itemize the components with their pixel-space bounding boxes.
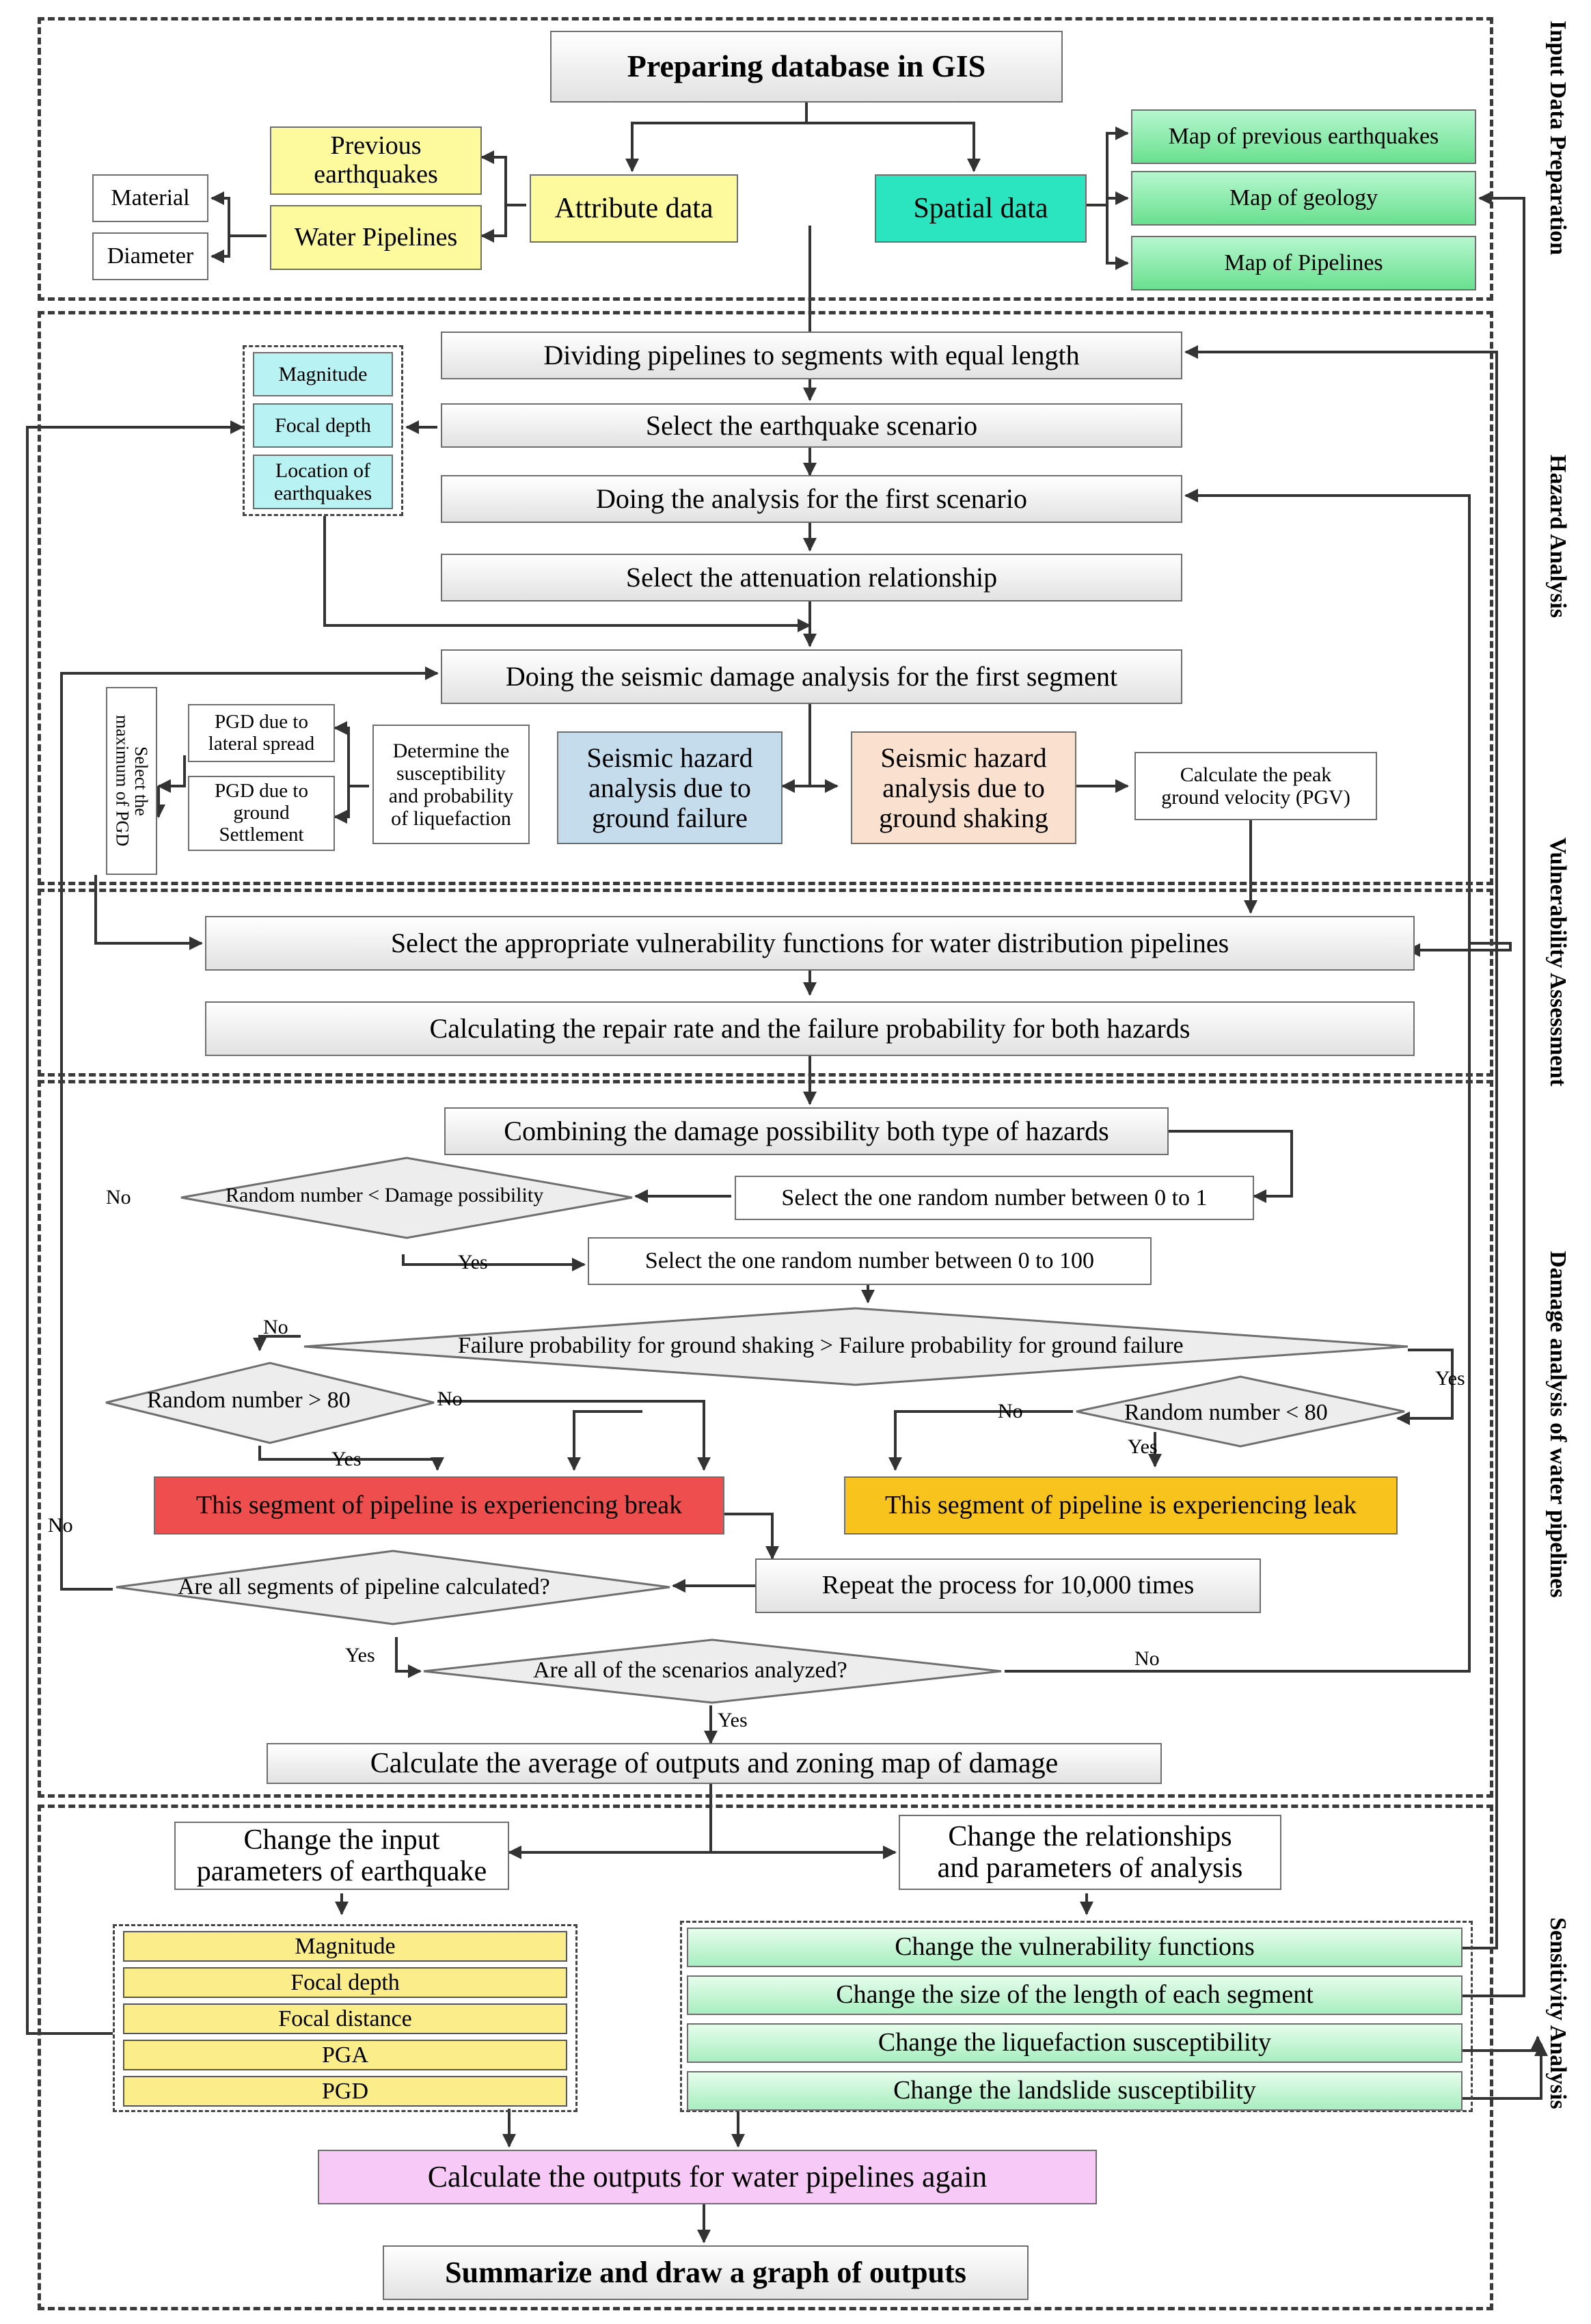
- yes-label-2: Yes: [1435, 1367, 1465, 1390]
- map-previous-earthquakes-box: Map of previous earthquakes: [1131, 109, 1476, 164]
- attenuation-box: Select the attenuation relationship: [441, 554, 1182, 602]
- magnitude-box: Magnitude: [253, 352, 393, 396]
- section-sensitivity: [38, 1805, 1493, 2310]
- change-relationships-box: Change the relationships and parameters …: [899, 1815, 1281, 1890]
- preparing-database-box: Preparing database in GIS: [550, 31, 1063, 103]
- pgd-settlement-box: PGD due to ground Settlement: [188, 776, 335, 851]
- no-label-6: No: [1134, 1647, 1160, 1670]
- break-box: This segment of pipeline is experiencing…: [154, 1476, 724, 1535]
- failure-compare-label: Failure probability for ground shaking >…: [458, 1333, 1184, 1358]
- ground-failure-box: Seismic hazard analysis due to ground fa…: [557, 731, 783, 844]
- repeat-box: Repeat the process for 10,000 times: [755, 1558, 1261, 1613]
- focal-depth-box: Focal depth: [253, 403, 393, 448]
- yes-label-6: Yes: [718, 1709, 748, 1731]
- vulnerability-functions-box: Select the appropriate vulnerability fun…: [205, 916, 1415, 971]
- diameter-box: Diameter: [92, 232, 208, 280]
- map-pipelines-box: Map of Pipelines: [1131, 236, 1476, 290]
- dividing-pipelines-box: Dividing pipelines to segments with equa…: [441, 332, 1182, 379]
- section-label-vulnerability: Vulnerability Assessment: [1545, 837, 1570, 1087]
- change-landslide: Change the landslide susceptibility: [687, 2071, 1463, 2111]
- summarize-box: Summarize and draw a graph of outputs: [383, 2245, 1029, 2300]
- no-label-1: No: [106, 1186, 131, 1208]
- param-pga: PGA: [123, 2040, 567, 2070]
- yes-label-1: Yes: [458, 1251, 488, 1273]
- attribute-data-box: Attribute data: [530, 174, 738, 243]
- section-label-damage: Damage analysis of water pipelines: [1545, 1251, 1570, 1598]
- repair-rate-box: Calculating the repair rate and the fail…: [205, 1001, 1415, 1056]
- susceptibility-box: Determine the susceptibility and probabi…: [372, 725, 530, 844]
- random-lt-damage-label: Random number < Damage possibility: [226, 1184, 544, 1206]
- average-box: Calculate the average of outputs and zon…: [267, 1743, 1162, 1784]
- change-liquefaction: Change the liquefaction susceptibility: [687, 2023, 1463, 2063]
- spatial-data-box: Spatial data: [875, 174, 1087, 243]
- pgv-box: Calculate the peak ground velocity (PGV): [1134, 752, 1377, 820]
- no-label-2: No: [263, 1316, 288, 1338]
- pgd-lateral-box: PGD due to lateral spread: [188, 704, 335, 762]
- all-segments-label: Are all segments of pipeline calculated?: [178, 1574, 550, 1599]
- section-input: [38, 17, 1493, 301]
- random-0-1-box: Select the one random number between 0 t…: [735, 1176, 1254, 1220]
- all-scenarios-label: Are all of the scenarios analyzed?: [533, 1658, 847, 1683]
- combining-box: Combining the damage possibility both ty…: [444, 1107, 1169, 1155]
- leak-box: This segment of pipeline is experiencing…: [844, 1476, 1398, 1535]
- yes-label-5: Yes: [345, 1644, 375, 1666]
- yes-label-4: Yes: [1128, 1435, 1158, 1458]
- random-lt-80-diamond: [1076, 1375, 1405, 1448]
- change-segment-length: Change the size of the length of each se…: [687, 1975, 1463, 2015]
- first-scenario-box: Doing the analysis for the first scenari…: [441, 475, 1182, 523]
- change-vulnerability-functions: Change the vulnerability functions: [687, 1928, 1463, 1967]
- random-0-100-box: Select the one random number between 0 t…: [588, 1237, 1152, 1285]
- ground-shaking-box: Seismic hazard analysis due to ground sh…: [851, 731, 1076, 844]
- section-hazard: [38, 311, 1493, 885]
- random-lt-damage-diamond: [180, 1157, 633, 1239]
- map-geology-box: Map of geology: [1131, 171, 1476, 226]
- earthquake-params-group: [243, 345, 403, 516]
- section-label-input: Input Data Preparation: [1545, 21, 1570, 256]
- all-scenarios-diamond: [423, 1638, 1002, 1704]
- location-box: Location of earthquakes: [253, 455, 393, 509]
- yes-label-3: Yes: [331, 1448, 362, 1470]
- input-params-group: [113, 1924, 577, 2112]
- section-damage: [38, 1080, 1493, 1798]
- param-magnitude: Magnitude: [123, 1931, 567, 1962]
- analysis-changes-group: [680, 1921, 1473, 2112]
- material-box: Material: [92, 174, 208, 222]
- section-label-sensitivity: Sensitivity Analysis: [1545, 1917, 1570, 2109]
- no-label-5: No: [48, 1514, 73, 1537]
- all-segments-diamond: [115, 1550, 670, 1625]
- change-input-box: Change the input parameters of earthquak…: [174, 1822, 509, 1890]
- random-lt-80-label: Random number < 80: [1124, 1400, 1328, 1425]
- no-label-4: No: [998, 1400, 1023, 1422]
- random-gt-80-diamond: [105, 1362, 435, 1444]
- select-scenario-box: Select the earthquake scenario: [441, 403, 1182, 448]
- recalculate-box: Calculate the outputs for water pipeline…: [318, 2150, 1097, 2204]
- previous-earthquakes-box: Previous earthquakes: [270, 126, 482, 195]
- param-focal-distance: Focal distance: [123, 2003, 567, 2034]
- water-pipelines-box: Water Pipelines: [270, 205, 482, 270]
- no-label-3: No: [437, 1388, 463, 1410]
- max-pgd-box: Select the maximum of PGD: [106, 687, 157, 875]
- section-label-hazard: Hazard Analysis: [1545, 455, 1570, 618]
- random-gt-80-label: Random number > 80: [147, 1388, 351, 1413]
- first-segment-box: Doing the seismic damage analysis for th…: [441, 649, 1182, 704]
- param-focal-depth: Focal depth: [123, 1967, 567, 1998]
- param-pgd: PGD: [123, 2076, 567, 2107]
- failure-compare-diamond: [303, 1307, 1409, 1386]
- section-vulnerability: [38, 889, 1493, 1077]
